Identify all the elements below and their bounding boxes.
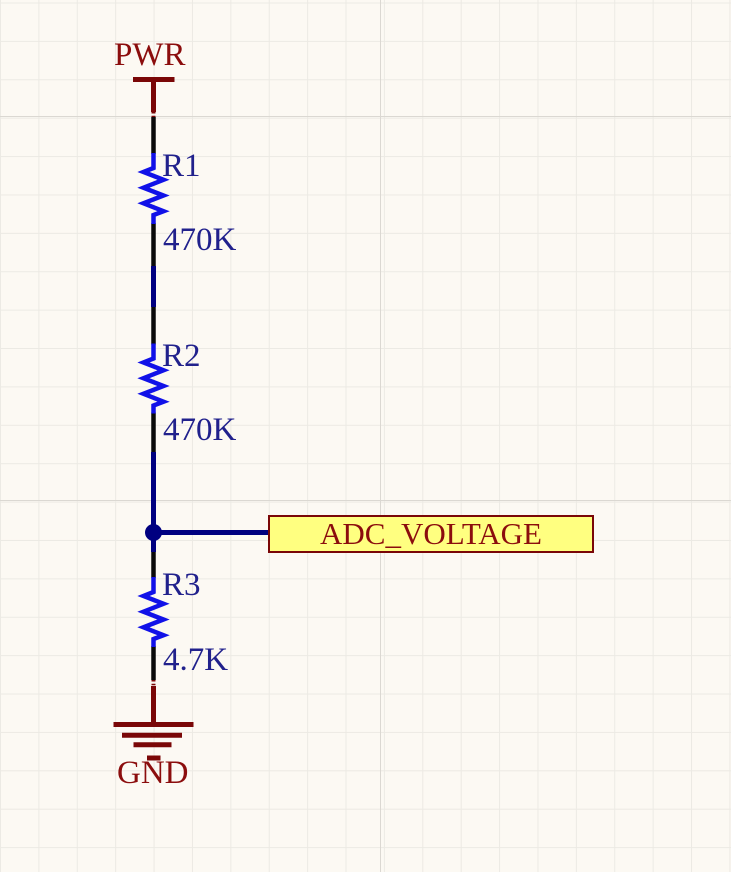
resistor-r3-designator[interactable]: R3: [162, 567, 201, 603]
resistor-symbol-r1[interactable]: [137, 153, 170, 224]
resistor-r2-value[interactable]: 470K: [163, 412, 237, 448]
net-label-text: ADC_VOLTAGE: [320, 516, 542, 551]
resistor-r1-designator[interactable]: R1: [162, 148, 201, 184]
resistor-r2-designator[interactable]: R2: [162, 338, 201, 374]
power-port-pwr[interactable]: [133, 77, 175, 119]
resistor-r1-value[interactable]: 470K: [163, 222, 237, 258]
wire-junction-dot[interactable]: [145, 524, 162, 541]
ground-symbol-gnd[interactable]: [113, 680, 194, 761]
power-port-label[interactable]: PWR: [114, 37, 186, 73]
ground-port-label[interactable]: GND: [117, 755, 189, 791]
resistor-symbol-r3[interactable]: [137, 577, 170, 647]
resistor-symbol-r2[interactable]: [137, 343, 170, 414]
net-label-adc-voltage[interactable]: ADC_VOLTAGE: [268, 515, 594, 553]
resistor-r3-value[interactable]: 4.7K: [163, 642, 229, 678]
